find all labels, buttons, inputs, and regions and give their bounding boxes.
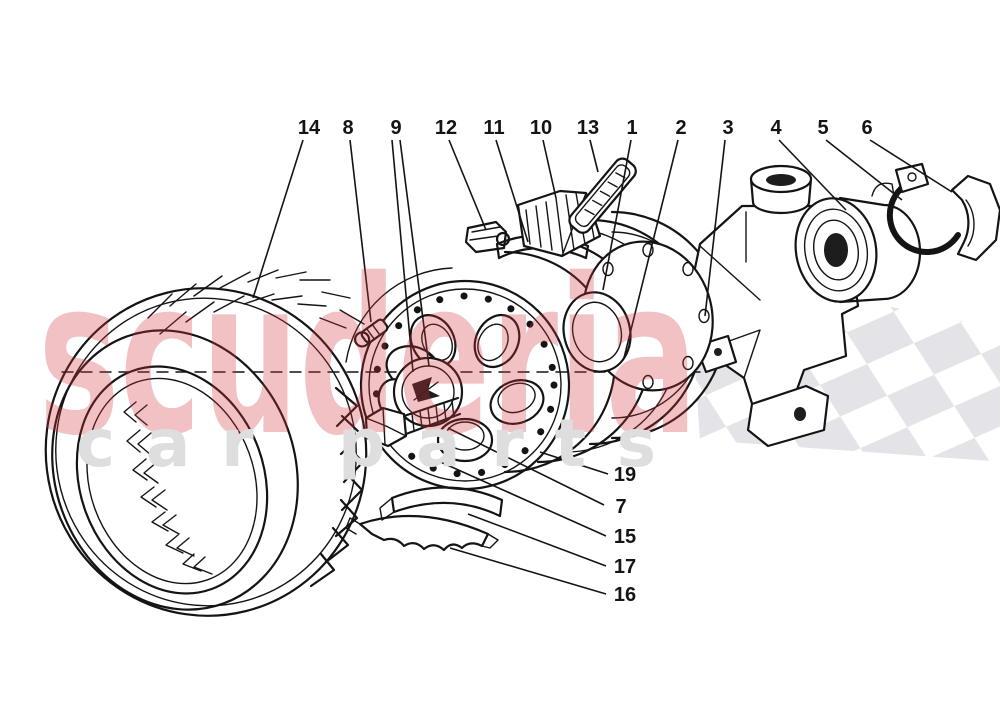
callout-15: 15 — [435, 459, 636, 548]
part-number-17: 17 — [614, 556, 636, 578]
part-number-8: 8 — [342, 117, 353, 139]
leader-line-2 — [623, 139, 679, 359]
callout-10: 10 — [530, 117, 557, 199]
part-number-7: 7 — [615, 496, 626, 518]
balance-weight-strip — [345, 514, 499, 552]
callout-2: 2 — [623, 117, 687, 359]
brand-watermark: scuderia — [38, 232, 698, 483]
part-number-5: 5 — [817, 117, 828, 139]
wheel-hub-flange — [562, 240, 714, 392]
part-number-3: 3 — [722, 117, 733, 139]
leader-line-7 — [447, 427, 605, 506]
leader-line-12 — [448, 139, 487, 231]
callout-6: 6 — [861, 117, 953, 193]
leader-line-9 — [399, 139, 430, 367]
callout-12: 12 — [435, 117, 487, 231]
leader-line-4 — [778, 139, 847, 211]
leader-line-3 — [704, 139, 726, 317]
callout-5: 5 — [817, 117, 903, 201]
callout-8: 8 — [342, 117, 372, 323]
leader-line-14 — [252, 139, 304, 299]
tire-valve — [353, 318, 389, 348]
leader-line-10 — [542, 139, 557, 199]
callout-17: 17 — [467, 513, 636, 578]
leader-line-13 — [589, 139, 599, 173]
callout-1: 1 — [602, 117, 638, 291]
part-number-19: 19 — [614, 464, 636, 486]
callout-11: 11 — [483, 117, 529, 243]
callout-9: 9 — [390, 117, 430, 373]
callout-14: 14 — [252, 117, 321, 299]
part-number-6: 6 — [861, 117, 872, 139]
dust-cap — [950, 174, 1000, 262]
leader-line-19 — [539, 451, 609, 475]
part-number-9: 9 — [390, 117, 401, 139]
leader-line-6 — [869, 139, 953, 193]
brand-sub-watermark: car parts — [76, 405, 656, 482]
part-number-1: 1 — [626, 117, 637, 139]
part-number-10: 10 — [530, 117, 552, 139]
callout-4: 4 — [770, 117, 847, 211]
part-number-13: 13 — [577, 117, 599, 139]
callout-3: 3 — [704, 117, 734, 317]
part-number-14: 14 — [298, 117, 321, 139]
leader-line-1 — [602, 139, 632, 291]
leader-line-17 — [467, 513, 607, 567]
wheel-stud — [364, 396, 462, 448]
snap-ring — [886, 162, 961, 256]
leader-line-9 — [391, 139, 414, 373]
part-number-2: 2 — [675, 117, 686, 139]
rim-rivets — [372, 292, 558, 478]
curved-bar — [379, 486, 504, 521]
part-number-11: 11 — [483, 117, 504, 139]
leader-line-16 — [449, 547, 607, 595]
callout-19: 19 — [539, 451, 636, 486]
part-number-16: 16 — [614, 584, 636, 606]
label-plate — [568, 157, 637, 234]
callout-7: 7 — [447, 427, 627, 518]
leader-line-15 — [435, 459, 607, 537]
leader-line-8 — [349, 139, 372, 323]
leader-line-5 — [825, 139, 903, 201]
tire — [44, 269, 368, 617]
callout-16: 16 — [449, 547, 636, 606]
callout-13: 13 — [577, 117, 599, 173]
part-number-12: 12 — [435, 117, 457, 139]
leader-line-11 — [495, 139, 529, 243]
part-number-4: 4 — [770, 117, 782, 139]
wheel-bearing — [794, 182, 922, 304]
part-number-15: 15 — [614, 526, 636, 548]
